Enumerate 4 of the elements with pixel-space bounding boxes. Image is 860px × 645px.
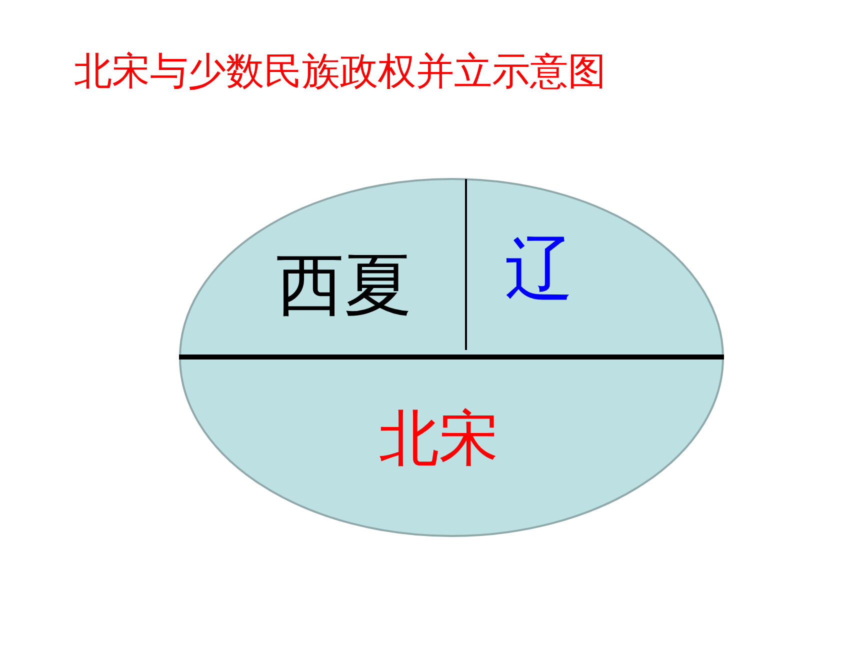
region-label: 北宋 [379,409,499,469]
diagram-title: 北宋与少数民族政权并立示意图 [74,52,606,90]
region-label: 辽 [505,236,573,304]
region-label: 西夏 [276,252,412,320]
